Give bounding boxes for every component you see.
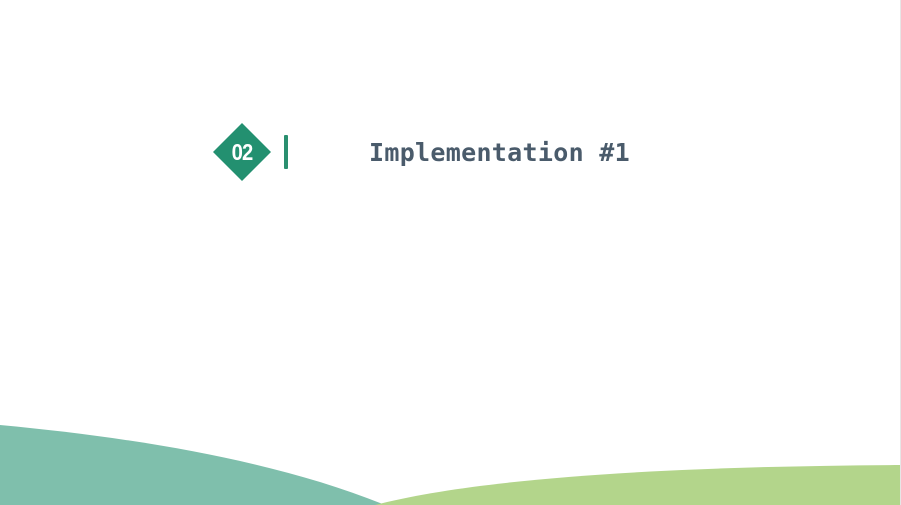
section-number-badge: 02 [213,123,271,181]
section-number: 02 [231,139,254,165]
title-divider [284,135,288,169]
diamond-icon [213,123,271,181]
right-wave [375,465,901,505]
section-title: Implementation #1 [369,138,630,167]
diamond-shape [213,123,271,181]
bottom-wave-decoration [0,425,901,505]
left-wave [0,425,385,505]
